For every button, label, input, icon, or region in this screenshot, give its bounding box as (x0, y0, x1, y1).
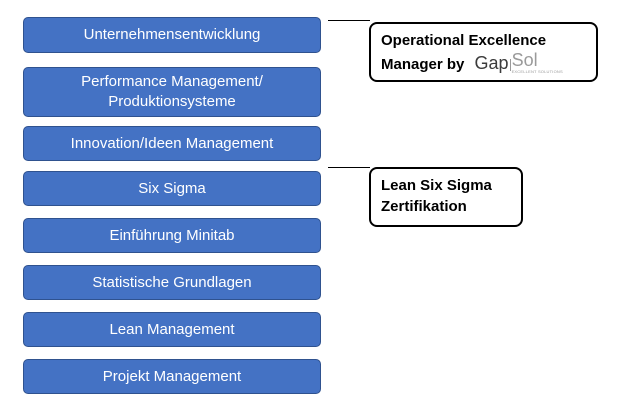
box-label: Statistische Grundlagen (92, 273, 252, 291)
box-einfuehrung-minitab: Einführung Minitab (23, 218, 321, 253)
box-label-line2: Produktionsysteme (108, 93, 236, 110)
logo-text-gap: Gap (474, 53, 509, 73)
box-label: Projekt Management (102, 367, 242, 385)
box-lean-management: Lean Management (23, 312, 321, 347)
box-label: Lean Management (109, 320, 235, 338)
logo-text-sol: Sol (511, 50, 538, 70)
callout-line2: Manager by (381, 56, 465, 73)
box-six-sigma: Six Sigma (23, 171, 321, 206)
callout-line2-row: Manager by Gap Sol EXCELLENT SOLUTIONS (381, 51, 586, 75)
box-performance-management: Performance Management/ Produktionsystem… (23, 67, 321, 117)
callout-lean-six-sigma: Lean Six Sigma Zertifikation (369, 167, 523, 227)
gapsol-logo: Gap Sol EXCELLENT SOLUTIONS (475, 51, 563, 74)
box-innovation-ideen-management: Innovation/Ideen Management (23, 126, 321, 161)
box-projekt-management: Projekt Management (23, 359, 321, 394)
callout-line1: Lean Six Sigma (381, 177, 492, 194)
logo-separator (509, 59, 511, 71)
connector-line-lss (328, 167, 370, 168)
logo-tagline: EXCELLENT SOLUTIONS (511, 69, 563, 74)
box-label: Six Sigma (138, 179, 206, 197)
box-statistische-grundlagen: Statistische Grundlagen (23, 265, 321, 300)
box-label: Einführung Minitab (109, 226, 235, 244)
callout-line2: Zertifikation (381, 198, 467, 215)
logo-sol-group: Sol EXCELLENT SOLUTIONS (512, 51, 563, 74)
box-label: Innovation/Ideen Management (70, 134, 274, 152)
callout-operational-excellence: Operational Excellence Manager by Gap So… (369, 22, 598, 82)
connector-line-opex (328, 20, 370, 21)
box-unternehmensentwicklung: Unternehmensentwicklung (23, 17, 321, 53)
box-label: Unternehmensentwicklung (83, 26, 261, 43)
callout-line1: Operational Excellence (381, 32, 547, 49)
box-label: Performance Management/ (81, 73, 263, 90)
